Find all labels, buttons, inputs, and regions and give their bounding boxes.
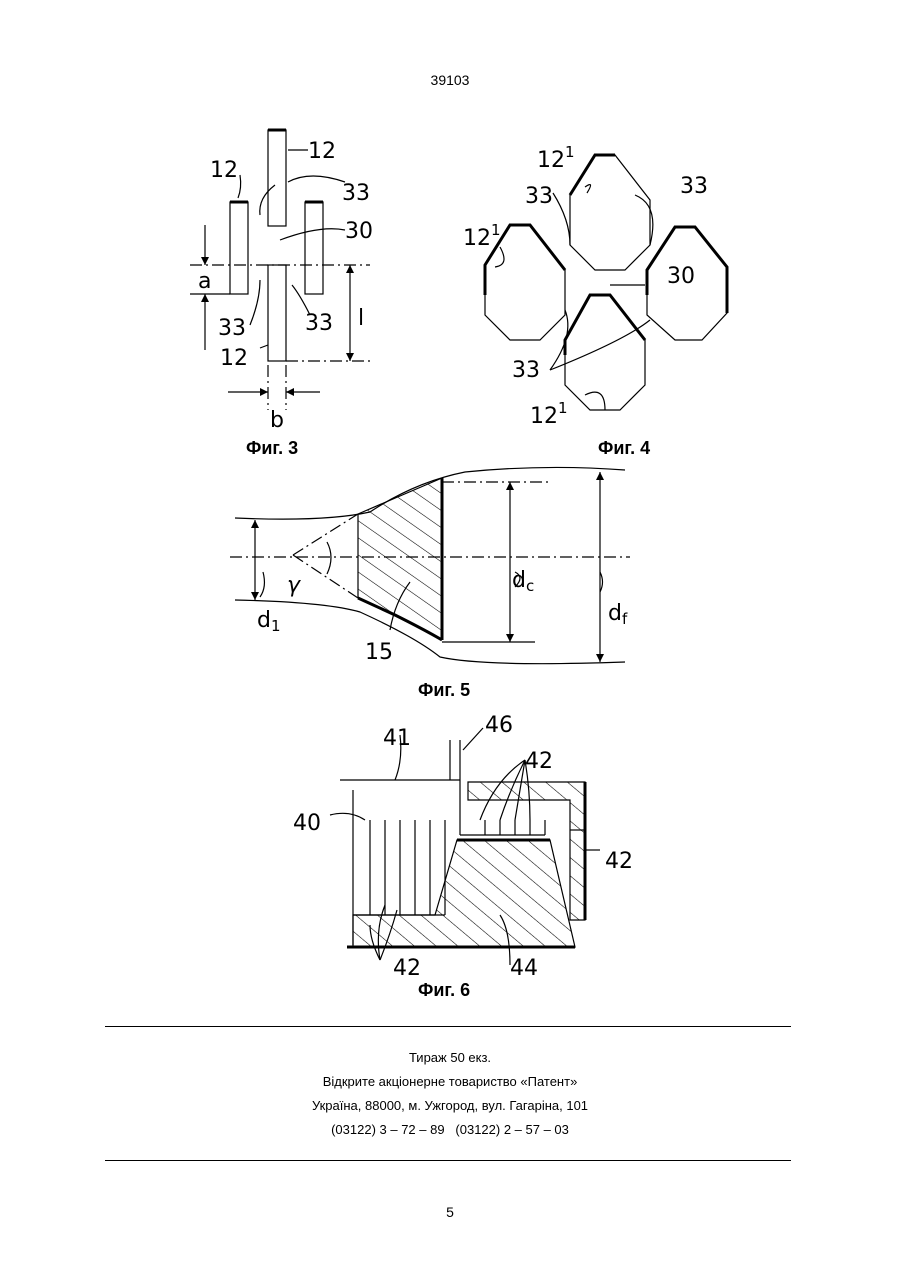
fig3-dim-b: b	[270, 408, 284, 433]
fig4-label-12-bottom: 121	[530, 399, 568, 429]
fig3-label-33-right: 33	[305, 311, 333, 336]
fig5-label-dc: dc	[512, 568, 534, 595]
fig4-label-33-right: 33	[680, 174, 708, 199]
fig6-label-44: 44	[510, 956, 538, 981]
fig5-label-df: df	[608, 601, 628, 628]
fig6-label-42-top: 42	[525, 749, 553, 774]
footer-print-run: Тираж 50 екз.	[0, 1050, 900, 1065]
fig3-label-12-top: 12	[308, 139, 336, 164]
fig3-label-12-left: 12	[210, 158, 238, 183]
figure-3-caption: Фиг. 3	[246, 438, 298, 459]
footer-phones: (03122) 3 – 72 – 89 (03122) 2 – 57 – 03	[0, 1122, 900, 1137]
fig6-label-40: 40	[293, 811, 321, 836]
fig4-label-33-bottom: 33	[512, 358, 540, 383]
figure-6-caption: Фиг. 6	[418, 980, 470, 1001]
page-number: 5	[400, 1204, 500, 1220]
fig6-label-46: 46	[485, 713, 513, 738]
fig3-dim-a: a	[198, 269, 211, 294]
figure-3-drawing: 12 12 33 30 a l 33 33 12 b	[180, 120, 400, 440]
fig3-label-30: 30	[345, 219, 373, 244]
fig6-label-41: 41	[383, 726, 411, 751]
fig4-label-33-left: 33	[525, 184, 553, 209]
fig6-label-42-right: 42	[605, 849, 633, 874]
footer-address: Україна, 88000, м. Ужгород, вул. Гагарін…	[0, 1098, 900, 1113]
fig5-label-15: 15	[365, 640, 393, 665]
figure-6-drawing: 40 41 46 42 42 42 44	[285, 710, 655, 985]
figure-5-drawing: γ d1 15 dc df	[225, 462, 635, 677]
footer-bottom-rule	[105, 1160, 791, 1161]
footer-publisher: Відкрите акціонерне товариство «Патент»	[0, 1074, 900, 1089]
figure-5-caption: Фиг. 5	[418, 680, 470, 701]
document-number: 39103	[400, 72, 500, 88]
fig5-label-d1: d1	[257, 608, 281, 635]
footer-top-rule	[105, 1026, 791, 1027]
fig3-dim-l: l	[358, 306, 364, 331]
fig3-label-12-bottom: 12	[220, 346, 248, 371]
figure-4-caption: Фиг. 4	[598, 438, 650, 459]
fig4-label-12-top: 121	[537, 143, 575, 173]
fig5-angle-gamma: γ	[287, 573, 301, 598]
figure-4-drawing: 121 33 33 121 30 33 121	[455, 135, 745, 435]
fig4-label-30: 30	[667, 264, 695, 289]
fig6-label-42-bottom: 42	[393, 956, 421, 981]
fig3-label-33-top: 33	[342, 181, 370, 206]
fig3-label-33-left: 33	[218, 316, 246, 341]
